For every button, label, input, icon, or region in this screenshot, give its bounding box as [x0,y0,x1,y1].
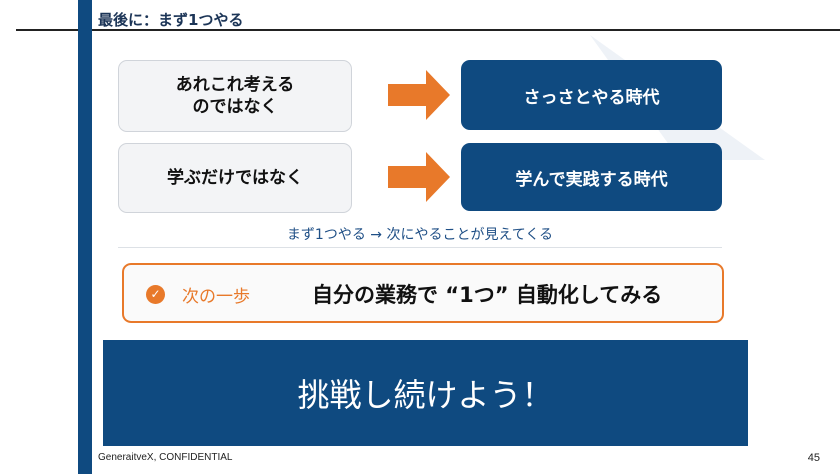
arrow-right-icon [388,70,450,120]
footer-confidential: GeneraitveX, CONFIDENTIAL [98,452,233,463]
after-box-1: さっさとやる時代 [461,60,722,130]
arrow-right-icon [388,152,450,202]
next-step-label: 次の一歩 [182,287,250,307]
next-step-box: ✓ 次の一歩 自分の業務で “1つ” 自動化してみる [122,263,724,323]
banner-text: 挑戦し続けよう！ [297,376,554,414]
title-rule [16,29,840,31]
before-box-1: あれこれ考える のではなく [118,60,352,132]
summary-text: まず1つやる → 次にやることが見えてくる [286,227,554,243]
after-box-2: 学んで実践する時代 [461,143,722,211]
divider [118,247,722,248]
before-box-2: 学ぶだけではなく [118,143,352,213]
next-step-text: 自分の業務で “1つ” 自動化してみる [312,283,663,307]
check-circle-icon: ✓ [146,285,165,304]
accent-bar [78,0,92,474]
page-number: 45 [807,452,820,464]
slide-title: 最後に：まず1つやる [98,11,244,29]
closing-banner: 挑戦し続けよう！ [103,340,748,446]
